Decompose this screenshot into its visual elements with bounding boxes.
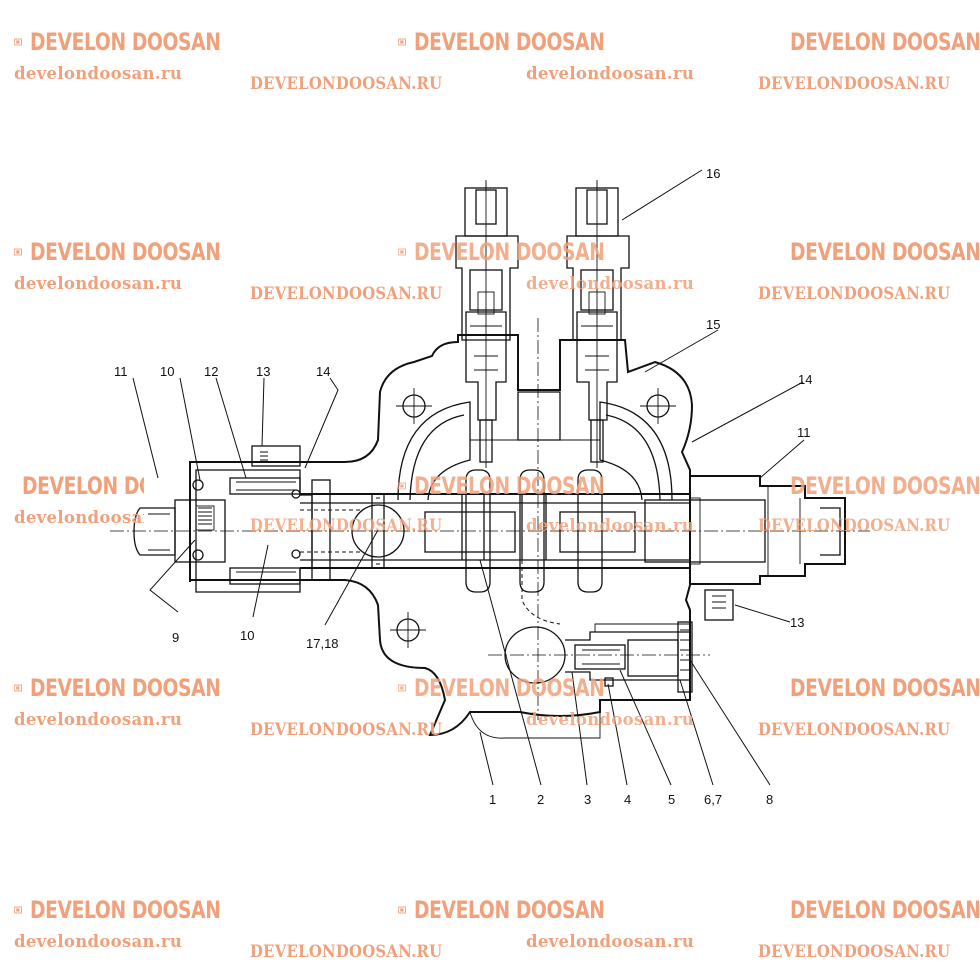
callout-5: 5 bbox=[668, 792, 675, 807]
watermark-site: DEVELONDOOSAN.RU bbox=[250, 720, 443, 739]
watermark-site: DEVELONDOOSAN.RU bbox=[250, 942, 443, 961]
lower-plug-assembly bbox=[488, 621, 710, 693]
watermark-site: develondoosan.ru bbox=[526, 64, 695, 83]
callout-12: 12 bbox=[204, 364, 218, 379]
watermark: DEVELON DOOSAN develondoosan.ru bbox=[398, 670, 695, 740]
brand-logo-icon bbox=[398, 684, 406, 692]
watermark: DEVELON DOOSAN bbox=[782, 468, 980, 538]
watermark-site: DEVELONDOOSAN.RU bbox=[250, 74, 443, 93]
callout-14-right: 14 bbox=[798, 372, 812, 387]
callout-14-left: 14 bbox=[316, 364, 330, 379]
watermark: DEVELON DOOSAN develondoosan.ru bbox=[14, 468, 144, 538]
watermark-site: DEVELONDOOSAN.RU bbox=[250, 284, 443, 303]
watermark-site: DEVELONDOOSAN.RU bbox=[758, 942, 951, 961]
hidden-passage bbox=[521, 560, 561, 625]
watermark-site: develondoosan.ru bbox=[14, 508, 144, 527]
watermark: DEVELON DOOSAN bbox=[782, 234, 980, 304]
callout-17-18: 17,18 bbox=[306, 636, 339, 651]
watermark-brand: DEVELON DOOSAN bbox=[790, 28, 980, 56]
solenoid-cartridge-right bbox=[566, 180, 630, 468]
callout-8: 8 bbox=[766, 792, 773, 807]
callout-1: 1 bbox=[489, 792, 496, 807]
callout-labels: 11 10 12 13 14 9 10 17,18 16 15 14 11 13… bbox=[114, 166, 812, 807]
watermark-site: develondoosan.ru bbox=[526, 932, 695, 951]
callout-10-top: 10 bbox=[160, 364, 174, 379]
watermark-brand: DEVELON DOOSAN bbox=[29, 674, 221, 702]
callout-11-right: 11 bbox=[797, 425, 811, 440]
internal-arch-passages bbox=[397, 391, 673, 501]
watermark-site: develondoosan.ru bbox=[526, 710, 695, 729]
callout-6-7: 6,7 bbox=[704, 792, 722, 807]
watermark: DEVELON DOOSAN bbox=[782, 892, 980, 962]
watermark-brand: DEVELON DOOSAN bbox=[413, 238, 605, 266]
watermark-brand: DEVELON DOOSAN bbox=[29, 28, 221, 56]
callout-16: 16 bbox=[706, 166, 720, 181]
left-end-assembly bbox=[110, 445, 870, 593]
watermark: DEVELON DOOSAN develondoosan.ru bbox=[14, 892, 274, 962]
callout-3: 3 bbox=[584, 792, 591, 807]
callout-4: 4 bbox=[624, 792, 631, 807]
brand-logo-icon bbox=[398, 906, 406, 914]
callout-11-left: 11 bbox=[114, 364, 128, 379]
watermark: DEVELON DOOSAN develondoosan.ru bbox=[398, 234, 695, 304]
watermark: DEVELON DOOSAN develondoosan.ru bbox=[398, 892, 695, 962]
callout-2: 2 bbox=[537, 792, 544, 807]
callout-13-right: 13 bbox=[790, 615, 804, 630]
callout-13-left: 13 bbox=[256, 364, 270, 379]
watermark: DEVELON DOOSAN develondoosan.ru bbox=[14, 234, 274, 304]
watermark: DEVELON DOOSAN develondoosan.ru bbox=[14, 24, 274, 94]
watermark-site: develondoosan.ru bbox=[14, 274, 183, 293]
watermark: DEVELON DOOSAN develondoosan.ru bbox=[398, 24, 695, 94]
brand-logo-icon bbox=[14, 906, 22, 914]
watermark-site: DEVELONDOOSAN.RU bbox=[758, 284, 951, 303]
watermark: DEVELON DOOSAN bbox=[782, 670, 980, 740]
watermark-site: develondoosan.ru bbox=[526, 274, 695, 293]
callout-15: 15 bbox=[706, 317, 720, 332]
watermark-site: develondoosan.ru bbox=[14, 64, 183, 83]
brand-logo-icon bbox=[14, 38, 22, 46]
watermark-brand: DEVELON DOOSAN bbox=[790, 674, 980, 702]
watermark-brand: DEVELON DOOSAN bbox=[413, 674, 605, 702]
callout-10-bottom: 10 bbox=[240, 628, 254, 643]
brand-logo-icon bbox=[398, 248, 406, 256]
watermark: DEVELON DOOSAN bbox=[398, 468, 658, 538]
main-spool-bore bbox=[300, 469, 766, 593]
watermark-brand: DEVELON DOOSAN bbox=[790, 472, 980, 500]
watermark-site: develondoosan.ru bbox=[526, 516, 695, 535]
watermark-brand: DEVELON DOOSAN bbox=[413, 472, 605, 500]
watermark-brand: DEVELON DOOSAN bbox=[413, 28, 605, 56]
watermark-site: develondoosan.ru bbox=[14, 710, 183, 729]
watermark-brand: DEVELON DOOSAN bbox=[22, 472, 144, 500]
watermark-brand: DEVELON DOOSAN bbox=[790, 896, 980, 924]
callout-9: 9 bbox=[172, 630, 179, 645]
watermark-brand: DEVELON DOOSAN bbox=[29, 238, 221, 266]
watermark-site: DEVELONDOOSAN.RU bbox=[758, 516, 951, 535]
leader-lines bbox=[132, 169, 805, 786]
brand-logo-icon bbox=[398, 482, 406, 490]
watermark: DEVELON DOOSAN bbox=[782, 24, 980, 94]
brand-logo-icon bbox=[14, 684, 22, 692]
solenoid-cartridge-left bbox=[455, 180, 519, 468]
watermark: DEVELON DOOSAN develondoosan.ru bbox=[14, 670, 274, 740]
watermark-site: DEVELONDOOSAN.RU bbox=[758, 74, 951, 93]
watermark-site: DEVELONDOOSAN.RU bbox=[758, 720, 951, 739]
watermark-site: develondoosan.ru bbox=[14, 932, 183, 951]
watermark-brand: DEVELON DOOSAN bbox=[413, 896, 605, 924]
mounting-holes bbox=[390, 388, 676, 648]
watermark-brand: DEVELON DOOSAN bbox=[29, 896, 221, 924]
check-ball-assembly bbox=[351, 493, 405, 569]
watermark-brand: DEVELON DOOSAN bbox=[790, 238, 980, 266]
right-end-assembly bbox=[689, 475, 846, 621]
brand-logo-icon bbox=[14, 248, 22, 256]
brand-logo-icon bbox=[398, 38, 406, 46]
watermark-site: DEVELONDOOSAN.RU bbox=[250, 516, 443, 535]
